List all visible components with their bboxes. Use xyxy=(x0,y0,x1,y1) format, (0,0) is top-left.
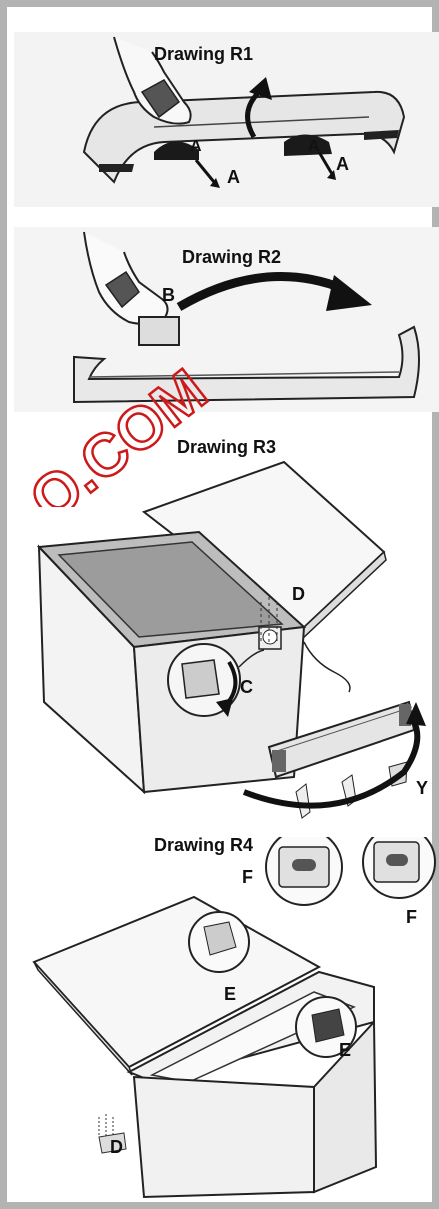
drawing-r4-panel: Drawing R4 F F E E D xyxy=(14,835,439,1202)
label-a-inner-right: A xyxy=(308,138,320,155)
label-a-right: A xyxy=(336,154,349,174)
label-y: Y xyxy=(416,778,429,798)
label-d: D xyxy=(292,584,305,604)
label-b: B xyxy=(162,285,175,305)
label-c: C xyxy=(240,677,253,697)
drawing-r3-panel: Drawing R3 D C Y xyxy=(14,432,439,827)
drawing-r1-panel: Drawing R1 A A A A xyxy=(14,32,439,207)
drawing-r2-illustration xyxy=(14,227,439,412)
drawing-r4-illustration xyxy=(32,837,436,1199)
label-f-right: F xyxy=(406,907,417,927)
label-a-inner-left: A xyxy=(190,138,202,155)
label-d-r4: D xyxy=(110,1137,123,1157)
drawing-r4-title: Drawing R4 xyxy=(154,835,254,855)
label-a-left: A xyxy=(227,167,240,187)
drawing-r2-panel: Drawing R2 B xyxy=(14,227,439,412)
watermark-logo: O.COM xyxy=(16,355,217,507)
drawing-r1-illustration xyxy=(14,32,439,207)
label-e-right: E xyxy=(339,1040,352,1060)
drawing-r3-illustration xyxy=(36,460,426,819)
drawing-r1-title: Drawing R1 xyxy=(154,44,254,64)
label-e-left: E xyxy=(224,984,237,1004)
drawing-r3-title: Drawing R3 xyxy=(177,437,277,457)
svg-text:O.COM: O.COM xyxy=(17,356,217,507)
label-f-left: F xyxy=(242,867,253,887)
drawing-r2-title: Drawing R2 xyxy=(182,247,282,267)
